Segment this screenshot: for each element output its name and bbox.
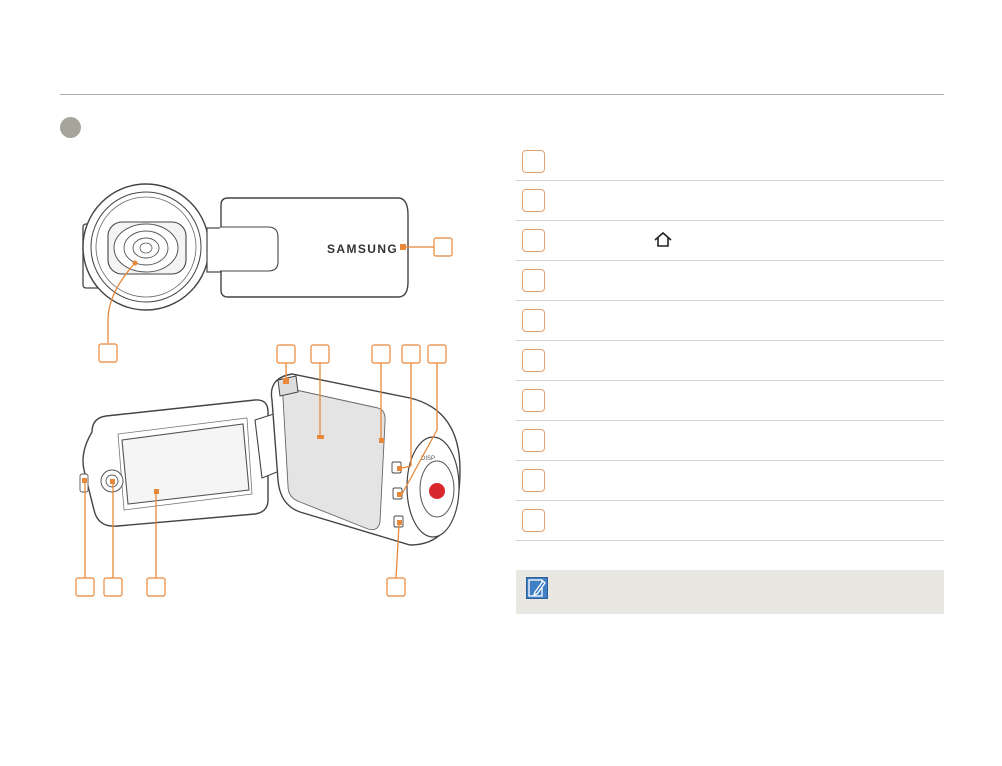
part-number-box: [522, 509, 545, 532]
part-number-box: [522, 469, 545, 492]
part-number-box: [522, 189, 545, 212]
callout-box: [146, 577, 166, 597]
front-view-camera: SAMSUNG: [82, 183, 434, 343]
note-box: [516, 570, 944, 614]
section-bullet: [60, 117, 81, 138]
part-number-box: [522, 349, 545, 372]
parts-row: [516, 381, 944, 421]
callout-box: [433, 237, 453, 257]
part-number-box: [522, 429, 545, 452]
part-number-box: [522, 150, 545, 173]
callout-box: [98, 343, 118, 363]
parts-row: [516, 261, 944, 301]
parts-row: [516, 221, 944, 261]
part-number-box: [522, 389, 545, 412]
parts-row: [516, 142, 944, 181]
section-divider: [60, 94, 944, 95]
parts-row: [516, 421, 944, 461]
camcorder-figure: SAMSUNG DISP: [75, 183, 461, 597]
callout-box: [310, 344, 330, 364]
disp-label: DISP: [421, 456, 435, 462]
home-icon: [654, 231, 672, 247]
parts-row: [516, 301, 944, 341]
callout-box: [103, 577, 123, 597]
brand-label: SAMSUNG: [327, 242, 398, 256]
callout-box: [386, 577, 406, 597]
parts-row: [516, 501, 944, 541]
parts-list: [516, 142, 944, 541]
side-view-camera: DISP: [79, 373, 461, 546]
callout-box: [371, 344, 391, 364]
part-number-box: [522, 309, 545, 332]
parts-row: [516, 341, 944, 381]
callout-box: [401, 344, 421, 364]
part-number-box: [522, 269, 545, 292]
callout-box: [75, 577, 95, 597]
note-pencil-icon: [526, 577, 548, 599]
parts-row: [516, 181, 944, 221]
callout-box: [276, 344, 296, 364]
parts-row: [516, 461, 944, 501]
callout-box: [427, 344, 447, 364]
part-number-box: [522, 229, 545, 252]
